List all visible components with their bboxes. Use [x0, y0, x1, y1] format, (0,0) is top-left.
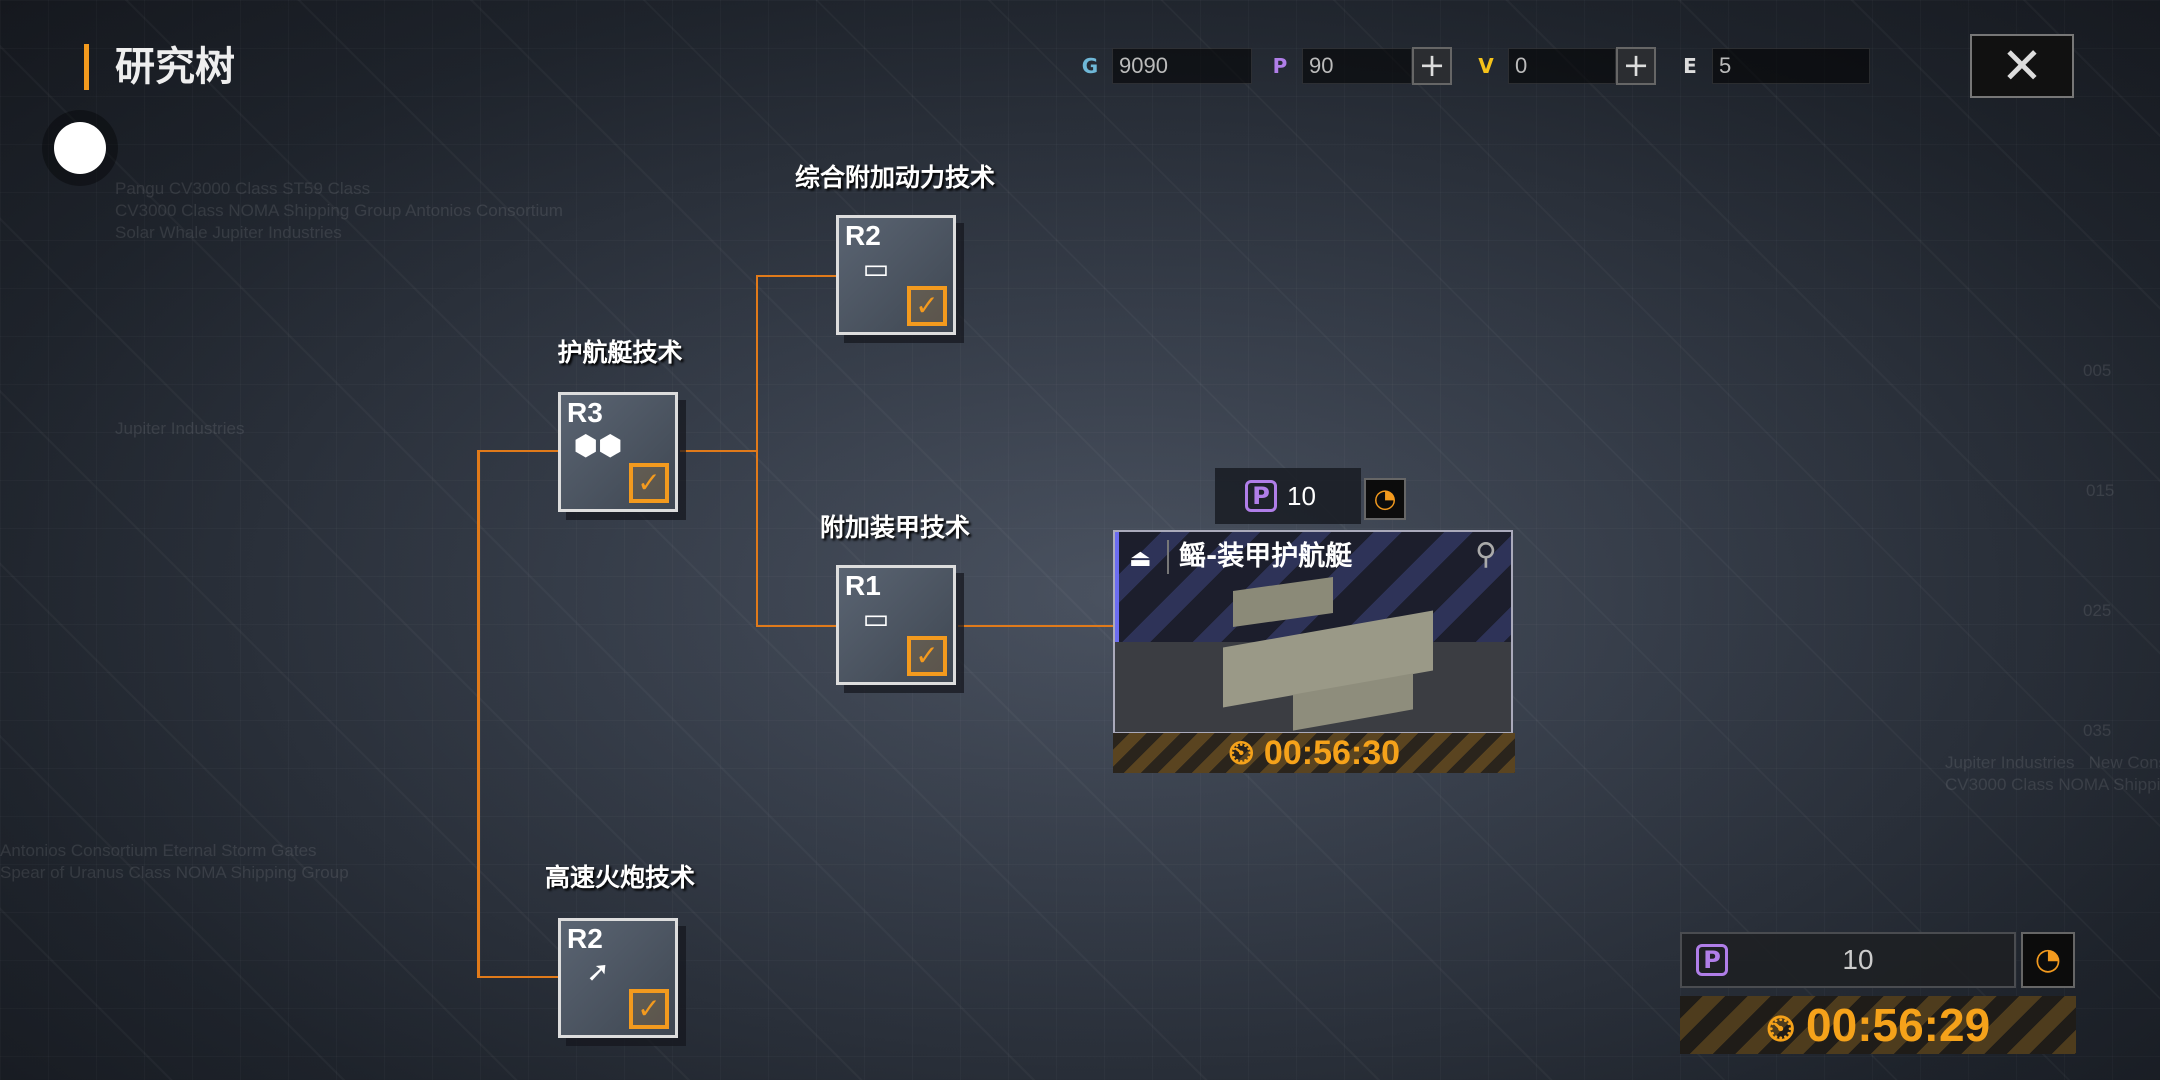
ship-cost-bar: P 10 — [1215, 468, 1361, 524]
background-text: Jupiter Industries New Consta CV3000 Cla… — [1945, 753, 2160, 794]
tech-node-escort[interactable]: R3 ⬢⬢ ✓ — [558, 392, 678, 512]
ship-timer: ⏲ 00:56:30 — [1113, 733, 1515, 773]
rank-label: R1 — [845, 570, 881, 601]
credits-icon: G — [1081, 54, 1099, 78]
layers-icon: ⏏ — [1129, 544, 1152, 572]
timer-value: 00:56:30 — [1263, 734, 1401, 772]
scale-label: 005 — [2083, 361, 2112, 380]
escort-tech-icon: ⬢⬢ — [573, 431, 623, 461]
connector-line — [477, 450, 558, 452]
background-text: Antonios Consortium Eternal Storm Gates … — [0, 841, 349, 882]
connector-line — [477, 450, 480, 978]
background-text: Pangu CV3000 Class ST59 Class CV3000 Cla… — [115, 179, 563, 242]
gold-v-icon: V — [1478, 54, 1494, 78]
currency-value: 0 — [1508, 48, 1616, 84]
scale-label: 015 — [2086, 481, 2115, 500]
connector-line — [958, 625, 1114, 627]
ship-image — [1223, 576, 1443, 731]
search-icon[interactable]: ⚲ — [1475, 537, 1497, 572]
scale-label: 025 — [2083, 601, 2112, 620]
page-title: 研究树 — [84, 44, 235, 90]
node-label: 护航艇技术 — [557, 338, 683, 367]
checkbox-checked-icon: ✓ — [907, 636, 947, 676]
ship-cost-value: 10 — [1287, 480, 1316, 511]
checkbox-checked-icon: ✓ — [629, 463, 669, 503]
checkbox-checked-icon: ✓ — [629, 989, 669, 1029]
tech-node-cannon[interactable]: R2 ➚ ✓ — [558, 918, 678, 1038]
connector-line — [680, 450, 758, 452]
node-label: 附加装甲技术 — [819, 513, 970, 542]
rank-label: R2 — [845, 220, 881, 251]
rank-label: R3 — [567, 397, 603, 428]
timer-icon: ⏲ — [1227, 734, 1264, 772]
background-text: Jupiter Industries — [115, 419, 245, 438]
armor-tech-icon: ▭ — [862, 604, 890, 634]
currency-credits: G 9090 — [1072, 48, 1252, 84]
node-label: 综合附加动力技术 — [794, 163, 995, 192]
scale-label: 035 — [2083, 721, 2112, 740]
floating-button[interactable] — [54, 122, 106, 174]
currency-value: 90 — [1302, 48, 1412, 84]
purple-p-icon: P — [1245, 480, 1277, 512]
node-label: 高速火炮技术 — [544, 863, 695, 892]
rank-label: R2 — [567, 923, 603, 954]
purple-p-icon: P — [1696, 944, 1728, 976]
currency-value: 9090 — [1112, 48, 1252, 84]
timer-icon: ⏲ — [1765, 1008, 1807, 1050]
speed-up-button[interactable]: ◔ — [1364, 478, 1406, 520]
close-button[interactable]: ✕ — [1970, 34, 2074, 98]
queue-timer: ⏲ 00:56:29 — [1680, 996, 2076, 1054]
queue-cost-value: 10 — [1842, 944, 1874, 975]
currency-gold: V 0 + — [1468, 47, 1656, 85]
purple-p-icon: P — [1272, 54, 1288, 78]
currency-purple: P 90 + — [1262, 47, 1452, 85]
tech-node-power[interactable]: R2 ▭ ✓ — [836, 215, 956, 335]
silver-e-icon: E — [1683, 54, 1697, 78]
connector-line — [756, 275, 836, 277]
currency-value: 5 — [1712, 48, 1870, 84]
add-gold-button[interactable]: + — [1616, 47, 1656, 85]
currency-silver: E 5 — [1672, 48, 1870, 84]
queue-speed-up-button[interactable]: ◔ — [2021, 932, 2075, 988]
connector-line — [756, 625, 836, 627]
add-purple-button[interactable]: + — [1412, 47, 1452, 85]
timer-value: 00:56:29 — [1806, 999, 1991, 1051]
checkbox-checked-icon: ✓ — [907, 286, 947, 326]
connector-line — [756, 275, 758, 627]
queue-cost-box: P 10 — [1680, 932, 2016, 988]
connector-line — [477, 976, 558, 978]
ship-card[interactable]: ⏏ 鳐-装甲护航艇 ⚲ — [1113, 530, 1513, 734]
cannon-tech-icon: ➚ — [586, 957, 610, 987]
tech-node-armor[interactable]: R1 ▭ ✓ — [836, 565, 956, 685]
ship-name: 鳐-装甲护航艇 — [1167, 540, 1352, 574]
power-tech-icon: ▭ — [862, 254, 890, 284]
